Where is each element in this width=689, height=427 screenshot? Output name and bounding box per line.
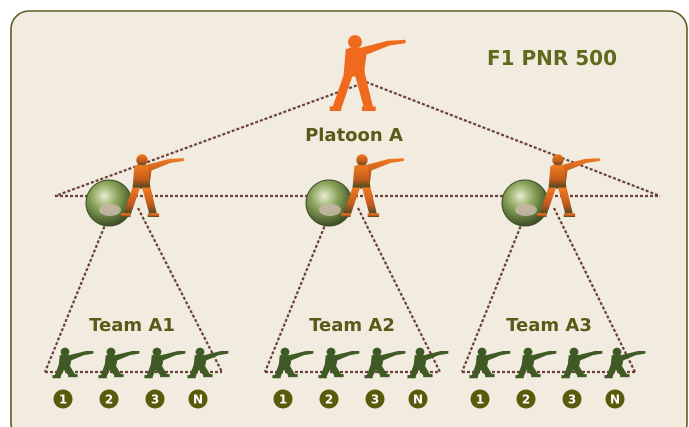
member-number-badge — [319, 389, 339, 409]
member-number-badge — [365, 389, 385, 409]
team-member: 1 — [469, 347, 511, 409]
soldier-with-radio-globe-icon — [85, 154, 184, 227]
member-number-badge — [53, 389, 73, 409]
team-member: 2 — [98, 347, 140, 409]
team-link-right — [357, 207, 441, 373]
team-member: N — [407, 347, 449, 409]
member-number-badge — [408, 389, 428, 409]
member-number: N — [413, 393, 423, 407]
member-number-badge — [470, 389, 490, 409]
member-number: 2 — [105, 393, 113, 407]
member-number: 3 — [151, 393, 159, 407]
soldier-with-radio-globe-icon — [501, 154, 600, 227]
member-number: 3 — [568, 393, 576, 407]
member-number-badge — [273, 389, 293, 409]
member-number: 1 — [59, 393, 67, 407]
page-title: F1 PNR 500 — [487, 46, 617, 70]
platoon-link-right — [365, 80, 661, 198]
team-link-left — [263, 207, 334, 373]
member-number: 1 — [279, 393, 287, 407]
team-member: 1 — [272, 347, 314, 409]
team-member: 3 — [364, 347, 406, 409]
member-number-badge — [562, 389, 582, 409]
team-member: 3 — [144, 347, 186, 409]
member-number: 2 — [522, 393, 530, 407]
team-member: 2 — [515, 347, 557, 409]
member-number: 2 — [325, 393, 333, 407]
soldier-with-radio-globe-icon — [305, 154, 404, 227]
member-number: N — [610, 393, 620, 407]
member-number: N — [193, 393, 203, 407]
team-label: Team A3 — [506, 315, 592, 336]
member-number: 1 — [476, 393, 484, 407]
squad-group: Team A2 1 2 3 N — [272, 154, 449, 409]
team-link-left — [43, 207, 114, 373]
member-number-badge — [516, 389, 536, 409]
team-link-left — [460, 207, 530, 373]
team-member: N — [187, 347, 229, 409]
team-member: 1 — [52, 347, 94, 409]
member-number-badge — [99, 389, 119, 409]
team-link-right — [553, 207, 636, 373]
team-member: 3 — [561, 347, 603, 409]
member-number-badge — [605, 389, 625, 409]
teams: Team A1 1 2 3 N Team A2 1 2 3 N Team A3 1 2 3 N — [52, 154, 646, 409]
member-number: 3 — [371, 393, 379, 407]
member-number-badge — [188, 389, 208, 409]
squad-group: Team A1 1 2 3 N — [52, 154, 229, 409]
diagram-panel — [10, 10, 688, 427]
team-member: N — [604, 347, 646, 409]
platoon-link-left — [54, 80, 367, 198]
squad-group: Team A3 1 2 3 N — [469, 154, 646, 409]
team-label: Team A2 — [309, 315, 395, 336]
team-label: Team A1 — [89, 315, 175, 336]
team-member: 2 — [318, 347, 360, 409]
platoon-label: Platoon A — [305, 125, 403, 146]
team-link-right — [137, 207, 223, 373]
member-number-badge — [145, 389, 165, 409]
